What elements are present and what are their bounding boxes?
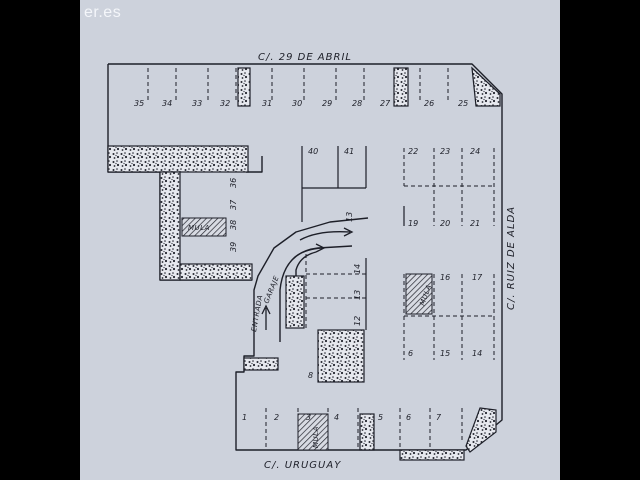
street-south: C/. URUGUAY bbox=[264, 460, 341, 471]
pillar-center bbox=[317, 329, 365, 383]
space-number: 35 bbox=[134, 99, 144, 108]
wall-block-left-horizontal bbox=[107, 145, 249, 173]
space-number: 1 bbox=[242, 413, 247, 422]
space-number: 25 bbox=[458, 99, 468, 108]
space-number: 24 bbox=[470, 147, 480, 156]
space-number: 39 bbox=[229, 242, 238, 252]
pillar-bottom-5 bbox=[359, 413, 375, 451]
wall-bottom-right bbox=[399, 449, 465, 461]
watermark: er.es bbox=[84, 4, 122, 21]
corner-pillar-top-right bbox=[471, 66, 501, 107]
space-number: 38 bbox=[229, 220, 238, 230]
corner-pillar-bottom-right bbox=[465, 407, 497, 453]
space-number: 13 bbox=[345, 212, 354, 222]
space-number: 17 bbox=[472, 273, 483, 282]
space-number: 2 bbox=[274, 413, 279, 422]
mula-area-bottom bbox=[297, 413, 329, 451]
space-number: 20 bbox=[440, 219, 450, 228]
space-number: 3 bbox=[306, 413, 311, 422]
space-number: 33 bbox=[192, 99, 202, 108]
space-number: 30 bbox=[292, 99, 302, 108]
space-number: 12 bbox=[353, 316, 362, 326]
space-number: 15 bbox=[440, 349, 450, 358]
space-number: 41 bbox=[344, 147, 354, 156]
space-number: 32 bbox=[220, 99, 230, 108]
space-number: 16 bbox=[440, 273, 450, 282]
space-number: 36 bbox=[229, 178, 238, 188]
space-number: 27 bbox=[380, 99, 391, 108]
ramp-arrow-upper bbox=[299, 231, 351, 241]
space-number: 28 bbox=[352, 99, 362, 108]
space-number: 6 bbox=[408, 349, 413, 358]
space-number: 40 bbox=[308, 147, 318, 156]
space-number: 5 bbox=[378, 413, 383, 422]
mula-area-right bbox=[405, 273, 433, 315]
street-north: C/. 29 DE ABRIL bbox=[258, 52, 352, 63]
street-east: C/. RUIZ DE ALDA bbox=[506, 206, 517, 310]
space-number: 19 bbox=[408, 219, 418, 228]
pillar-top-32 bbox=[237, 67, 251, 107]
space-number: 26 bbox=[424, 99, 434, 108]
mula-area-left bbox=[181, 217, 227, 237]
wall-block-left-bottom bbox=[179, 263, 253, 281]
space-number: 6 bbox=[406, 413, 411, 422]
label-mula-bottom: MULA bbox=[312, 426, 320, 448]
label-garage: GARAJE bbox=[262, 274, 280, 304]
space-number: 22 bbox=[408, 147, 418, 156]
pillar-top-27 bbox=[393, 67, 409, 107]
space-number: 8 bbox=[308, 371, 313, 380]
space-number: 23 bbox=[440, 147, 450, 156]
space-number: 21 bbox=[470, 219, 480, 228]
space-number: 4 bbox=[334, 413, 339, 422]
space-number: 31 bbox=[262, 99, 272, 108]
label-mula-left: MULA bbox=[188, 224, 210, 232]
space-number: 14 bbox=[353, 264, 362, 274]
ramp-outer-curve bbox=[295, 251, 317, 318]
space-number: 13 bbox=[353, 290, 362, 300]
entrance-wall bbox=[243, 357, 279, 371]
space-number: 7 bbox=[436, 413, 442, 422]
space-number: 14 bbox=[472, 349, 482, 358]
wall-block-left-vertical bbox=[159, 171, 181, 281]
space-number: 34 bbox=[162, 99, 172, 108]
space-number: 29 bbox=[322, 99, 332, 108]
ramp-wall bbox=[285, 275, 305, 329]
space-number: 37 bbox=[229, 199, 238, 210]
ramp-arrow-lower bbox=[291, 247, 323, 261]
